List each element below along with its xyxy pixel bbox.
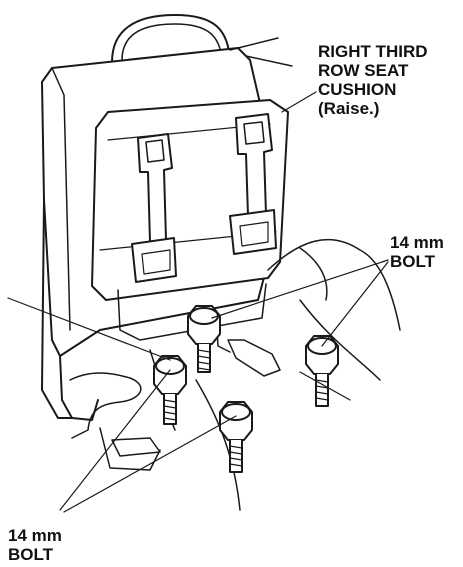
bolt-left-callout-size: 14 mm bbox=[8, 526, 62, 545]
bolt-top bbox=[187, 305, 221, 373]
leader-lines bbox=[7, 91, 389, 513]
cushion-callout-line-1: RIGHT THIRD bbox=[318, 42, 428, 61]
bolt-left-callout: 14 mm BOLT bbox=[8, 526, 62, 564]
bolt-bottom bbox=[219, 401, 253, 473]
bolt-left bbox=[153, 355, 187, 425]
cushion-callout-line-2: ROW SEAT bbox=[318, 61, 409, 80]
left-latch bbox=[131, 133, 177, 283]
bolt-right-callout-size: 14 mm bbox=[390, 233, 444, 252]
bolt-right-callout: 14 mm BOLT bbox=[390, 233, 444, 271]
bolt-right-callout-name: BOLT bbox=[390, 252, 436, 271]
cushion-callout-line-3: CUSHION bbox=[318, 80, 397, 99]
cushion-callout: RIGHT THIRD ROW SEAT CUSHION (Raise.) bbox=[318, 42, 428, 118]
cushion-callout-line-4: (Raise.) bbox=[318, 99, 380, 118]
right-latch bbox=[229, 113, 277, 255]
bolt-left-callout-name: BOLT bbox=[8, 545, 54, 564]
